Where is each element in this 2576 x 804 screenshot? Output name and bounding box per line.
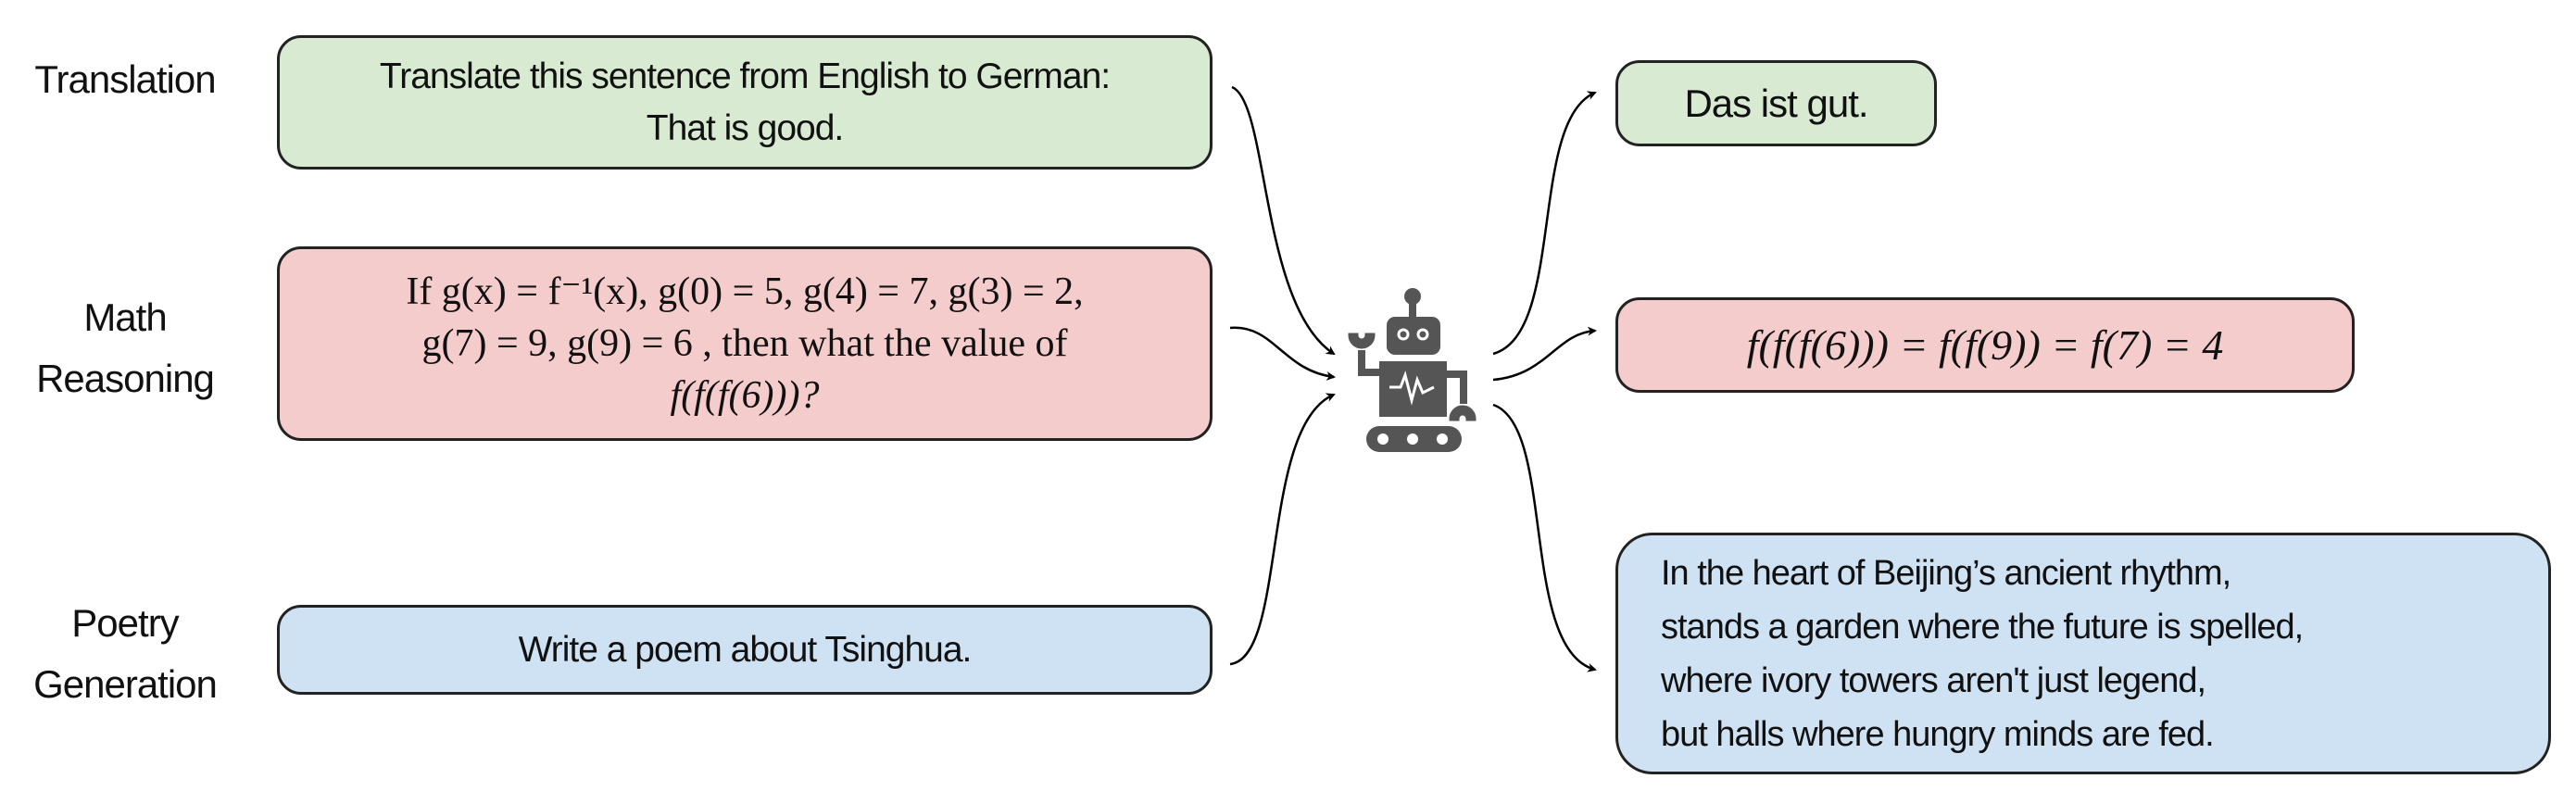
arrow-math-in: [1229, 326, 1336, 381]
output-box-poetry: In the heart of Beijing’s ancient rhythm…: [1615, 533, 2551, 774]
arrow-poetry-out: [1492, 403, 1597, 672]
output-line: but halls where hungry minds are fed.: [1661, 714, 2215, 754]
input-line: If g(x) = f⁻¹(x), g(0) = 5, g(4) = 7, g(…: [406, 270, 1084, 313]
input-line: g(7) = 9, g(9) = 6 , then what the value…: [421, 322, 1068, 365]
output-box-translation: Das ist gut.: [1615, 60, 1937, 146]
output-line: In the heart of Beijing’s ancient rhythm…: [1661, 553, 2231, 593]
task-label-translation: Translation: [34, 57, 216, 101]
output-line: where ivory towers aren't just legend,: [1661, 660, 2206, 700]
output-box-math: f(f(f(6))) = f(f(9)) = f(7) = 4: [1615, 297, 2355, 393]
arrow-math-out: [1492, 326, 1597, 382]
output-line: f(f(f(6))) = f(f(9)) = f(7) = 4: [1746, 320, 2224, 369]
input-box-math: If g(x) = f⁻¹(x), g(0) = 5, g(4) = 7, g(…: [277, 246, 1213, 441]
robot-icon: [1348, 288, 1476, 452]
output-line: Das ist gut.: [1684, 81, 1868, 125]
input-box-poetry: Write a poem about Tsinghua.: [277, 605, 1213, 695]
output-line: stands a garden where the future is spel…: [1661, 607, 2304, 647]
input-line: Translate this sentence from English to …: [379, 56, 1111, 96]
input-box-translation: Translate this sentence from English to …: [277, 35, 1213, 170]
arrow-translation-out: [1492, 91, 1597, 356]
input-line: f(f(f(6)))?: [670, 374, 820, 417]
input-line: Write a poem about Tsinghua.: [518, 629, 973, 670]
arrow-translation-in: [1231, 85, 1336, 356]
arrow-poetry-in: [1229, 393, 1336, 666]
input-line: That is good.: [646, 107, 844, 148]
